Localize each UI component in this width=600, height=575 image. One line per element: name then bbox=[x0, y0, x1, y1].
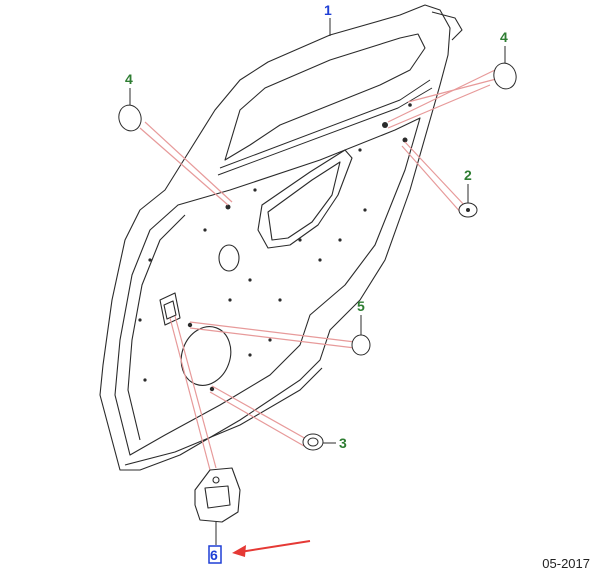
callout-1: 1 bbox=[324, 2, 332, 18]
plug-center-icon bbox=[351, 334, 371, 356]
callout-4-left: 4 bbox=[125, 71, 133, 87]
plug-right-icon bbox=[493, 62, 517, 90]
clip-bracket-icon bbox=[194, 467, 241, 545]
door-inner-panel bbox=[99, 4, 463, 471]
callout-2: 2 bbox=[464, 167, 472, 183]
revision-date: 05-2017 bbox=[542, 556, 590, 571]
grommet-icon bbox=[302, 433, 324, 451]
callout-5: 5 bbox=[357, 298, 365, 314]
highlight-arrow-icon bbox=[232, 540, 311, 557]
plug-left-icon bbox=[118, 104, 142, 132]
callout-3: 3 bbox=[339, 435, 347, 451]
leader-lines bbox=[139, 69, 501, 471]
callout-4-right: 4 bbox=[500, 29, 508, 45]
callout-highlight-box bbox=[208, 545, 222, 564]
callout-6: 6 bbox=[210, 547, 218, 563]
plug-small-icon bbox=[458, 202, 478, 218]
